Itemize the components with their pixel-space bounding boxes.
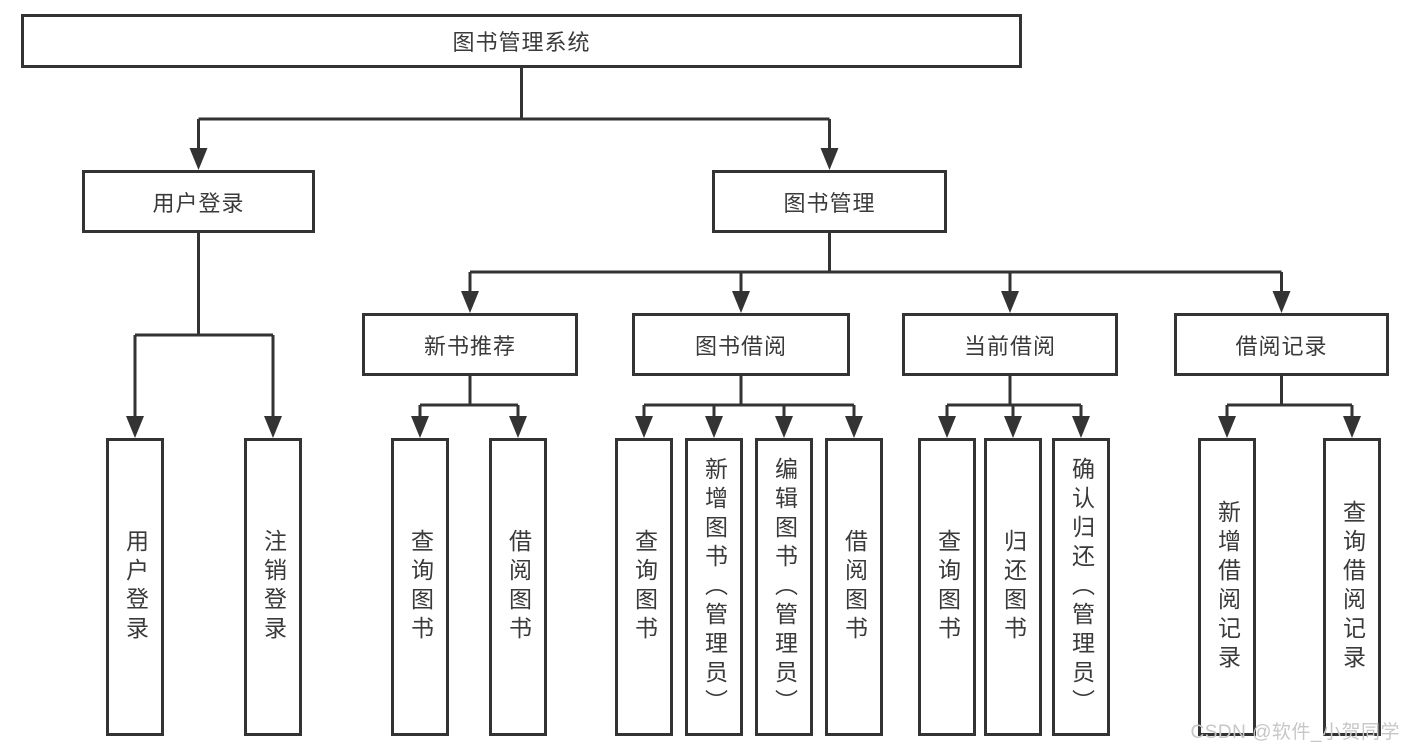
leaf-label: 编辑图书（管理员） [771, 456, 798, 718]
node-new-book-recommendation: 新书推荐 [362, 313, 578, 376]
leaf-logout-login: 注销登录 [244, 438, 302, 736]
leaf-label: 查询图书 [631, 529, 658, 645]
leaf-query-books-borrow: 查询图书 [615, 438, 673, 736]
leaf-query-books-current: 查询图书 [918, 438, 976, 736]
leaf-query-borrow-record: 查询借阅记录 [1323, 438, 1381, 736]
leaf-label: 借阅图书 [841, 529, 868, 645]
arrowheads [126, 148, 1361, 438]
leaf-label: 借阅图书 [505, 529, 532, 645]
leaf-confirm-return-admin: 确认归还（管理员） [1052, 438, 1110, 736]
leaf-user-login: 用户登录 [106, 438, 164, 736]
leaf-borrow-books-recommend: 借阅图书 [489, 438, 547, 736]
leaf-label: 新增图书（管理员） [701, 456, 728, 718]
leaf-label: 确认归还（管理员） [1068, 456, 1095, 718]
leaf-label: 查询图书 [407, 529, 434, 645]
node-label: 借阅记录 [1235, 333, 1328, 359]
leaf-label: 注销登录 [260, 529, 287, 645]
leaf-add-borrow-record: 新增借阅记录 [1198, 438, 1256, 736]
node-user-login: 用户登录 [82, 170, 315, 233]
leaf-label: 查询借阅记录 [1339, 500, 1366, 674]
leaf-return-books: 归还图书 [984, 438, 1042, 736]
node-book-borrowing: 图书借阅 [632, 313, 850, 376]
node-label: 图书管理系统 [452, 30, 591, 55]
leaf-edit-book-admin: 编辑图书（管理员） [755, 438, 813, 736]
node-label: 当前借阅 [963, 333, 1056, 359]
node-library-management-system: 图书管理系统 [21, 14, 1022, 68]
node-current-borrowing: 当前借阅 [902, 313, 1118, 376]
leaf-label: 用户登录 [122, 529, 149, 645]
leaf-label: 查询图书 [934, 529, 961, 645]
node-borrowing-records: 借阅记录 [1174, 313, 1389, 376]
leaf-label: 归还图书 [1000, 529, 1027, 645]
node-label: 新书推荐 [423, 333, 516, 359]
leaf-query-books-recommend: 查询图书 [391, 438, 449, 736]
leaf-label: 新增借阅记录 [1214, 500, 1241, 674]
node-label: 图书管理 [783, 190, 876, 216]
node-book-management: 图书管理 [712, 170, 947, 233]
node-label: 图书借阅 [694, 333, 787, 359]
leaf-borrow-books: 借阅图书 [825, 438, 883, 736]
csdn-watermark: CSDN @软件_小贺同学 [1190, 722, 1400, 743]
node-label: 用户登录 [152, 190, 245, 216]
leaf-add-book-admin: 新增图书（管理员） [685, 438, 743, 736]
